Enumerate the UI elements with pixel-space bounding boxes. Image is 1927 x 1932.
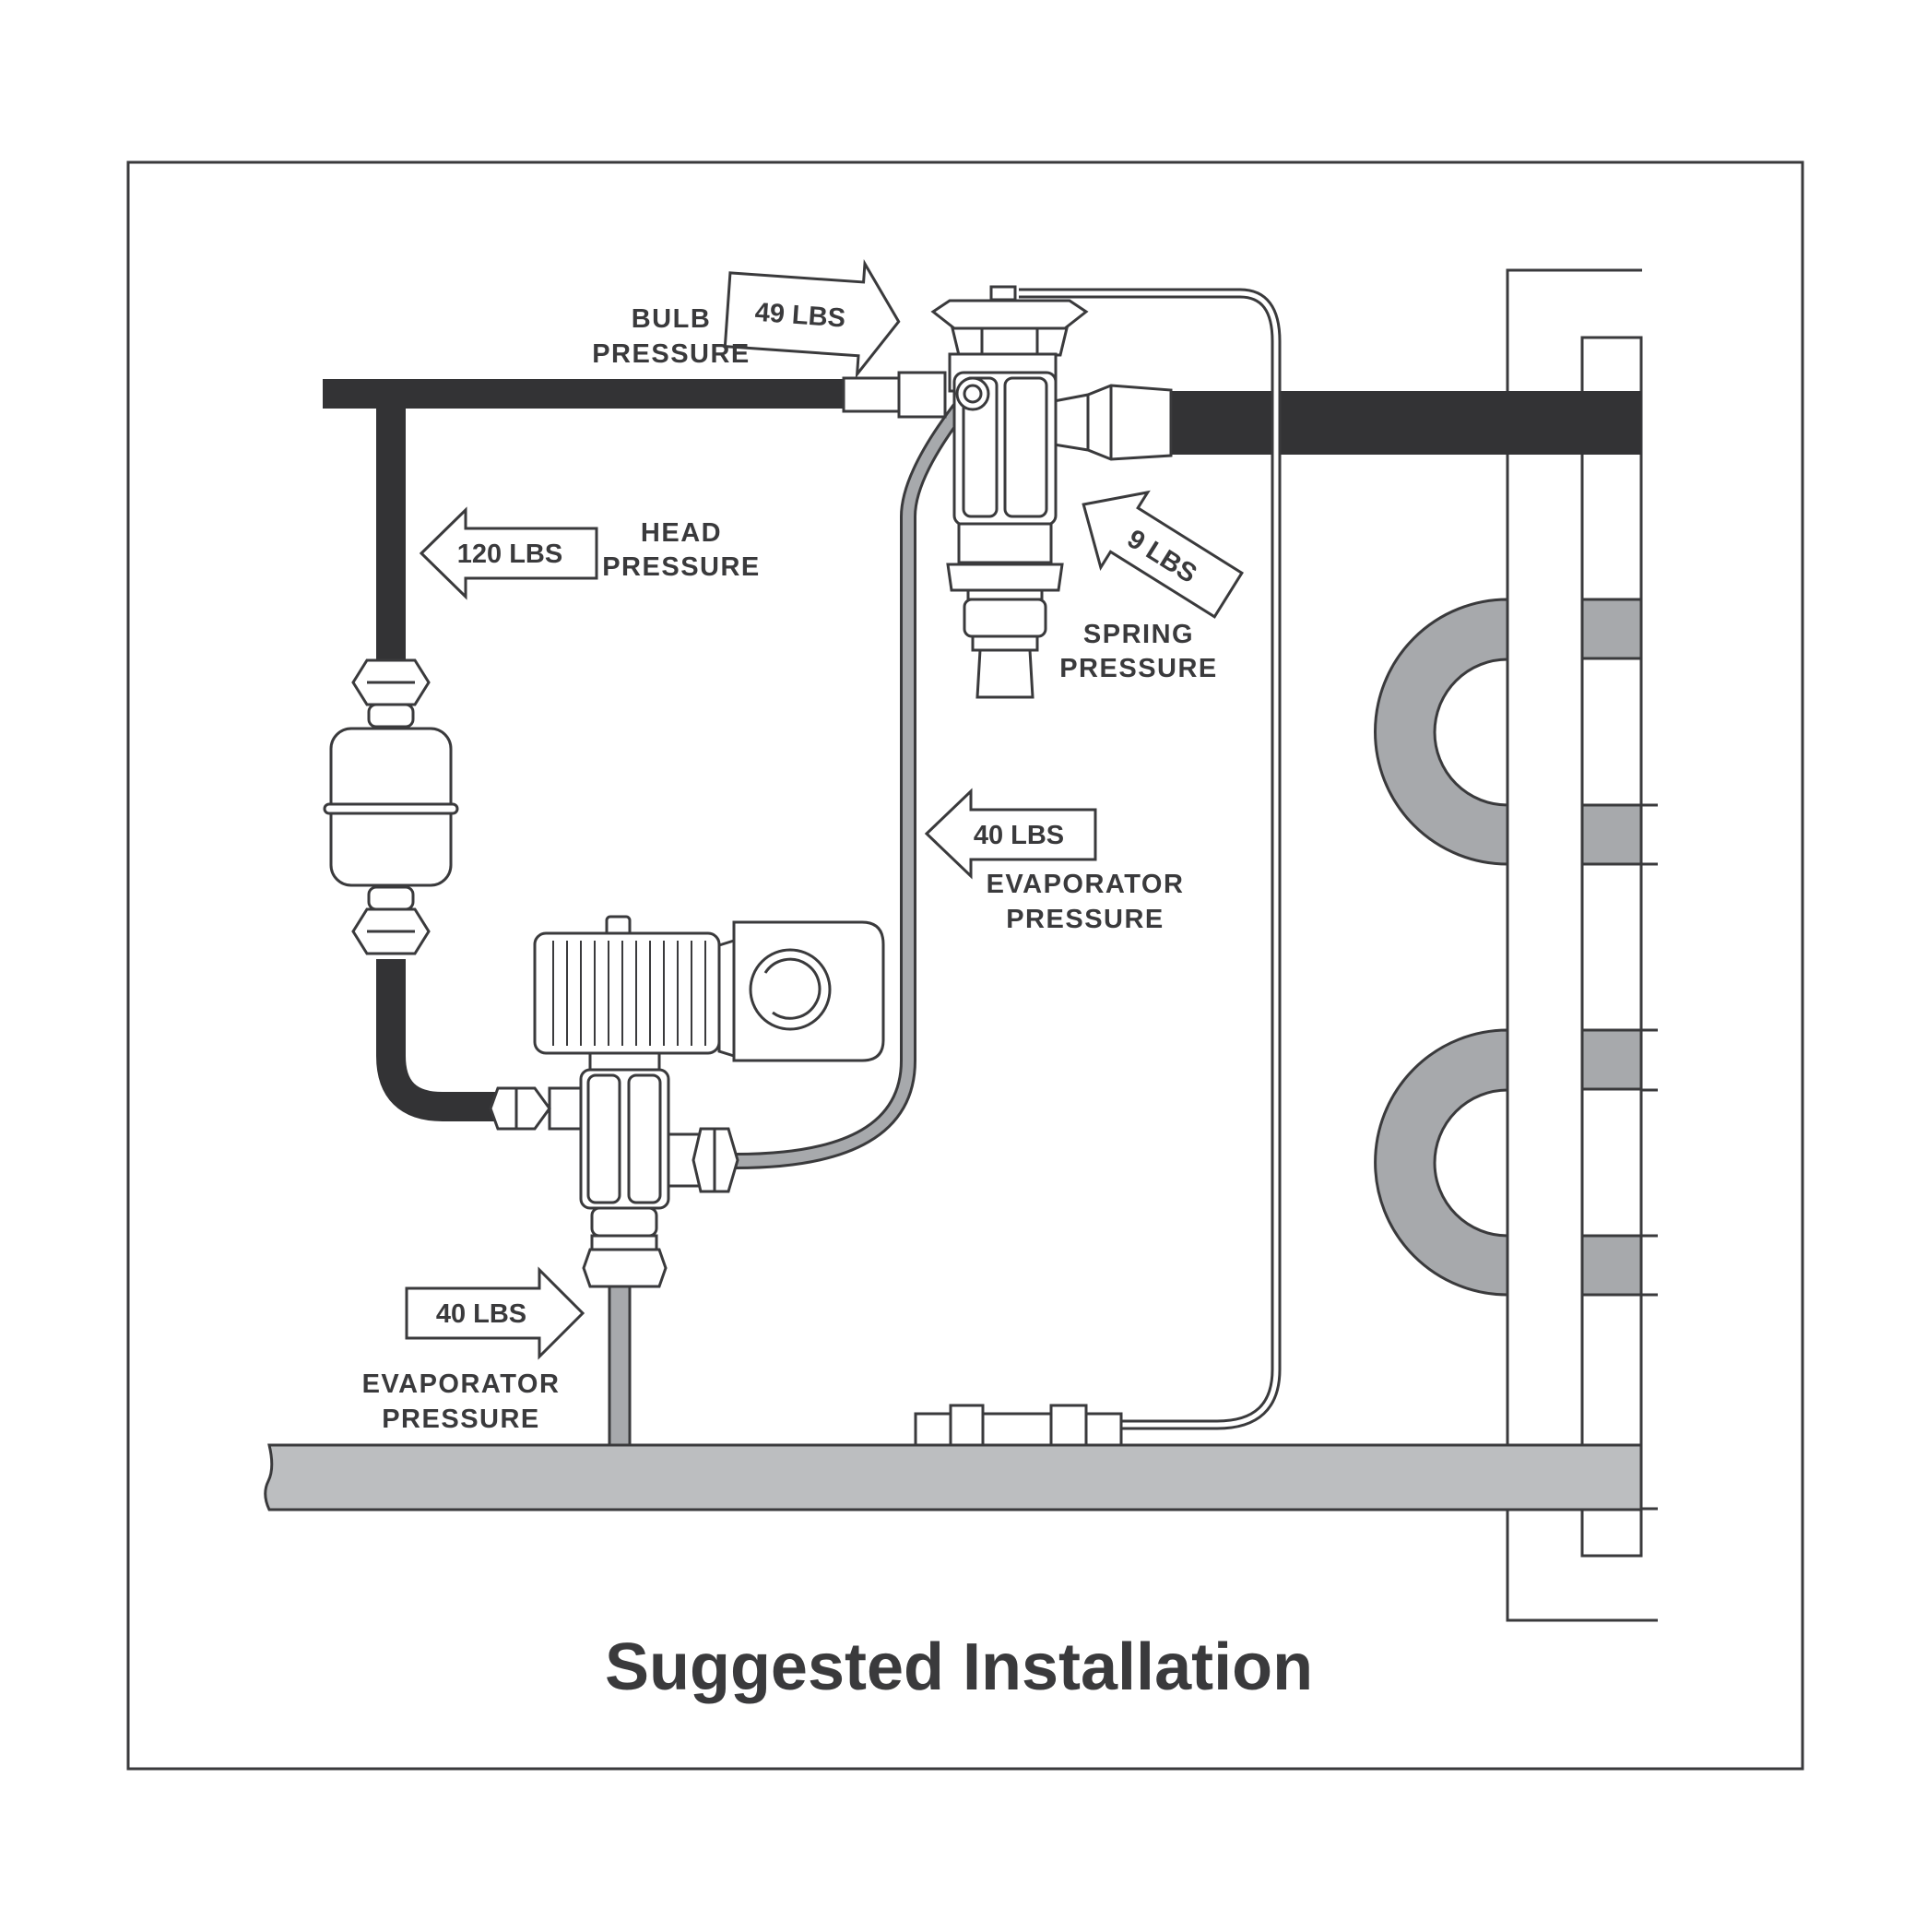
evaporator-coil [1374, 268, 1658, 1622]
arrow-shape [1082, 490, 1244, 619]
filter-drier [323, 658, 459, 955]
outer-frame [126, 160, 1804, 1771]
distributor-line-right [1171, 391, 1641, 455]
evap-lower-arrow-value: 40 LBS [436, 1299, 526, 1329]
capillary-tube [1019, 290, 1279, 1428]
spring-pressure-label-1: SPRING [1083, 620, 1194, 649]
head-pressure-label-1: HEAD [641, 518, 722, 548]
sensing-bulb [914, 1404, 1123, 1447]
arrow-shape [723, 259, 901, 379]
tube-stub [1580, 1028, 1643, 1091]
head-pressure-label-2: PRESSURE [602, 552, 761, 582]
bulb-arrow-value: 49 LBS [754, 298, 846, 334]
spring-pressure-arrow: 9 LBS [1082, 490, 1244, 619]
arrow-shape [419, 506, 598, 600]
u-bend-upper [1374, 598, 1509, 866]
u-bend-lower [1374, 1028, 1509, 1297]
evap-upper-pressure-arrow: 40 LBS [924, 788, 1097, 880]
evap-upper-arrow-value: 40 LBS [974, 821, 1064, 850]
coil-outer-plate [1506, 268, 1658, 1622]
suction-line [264, 1443, 1643, 1511]
spring-pressure-label-2: PRESSURE [1059, 654, 1218, 683]
arrow-shape [405, 1266, 585, 1360]
bulb-pressure-label-2: PRESSURE [592, 339, 751, 369]
liquid-line-vertical [376, 379, 406, 659]
solenoid-valve [489, 915, 885, 1288]
evap-upper-label-2: PRESSURE [1006, 905, 1164, 934]
head-arrow-value: 120 LBS [457, 539, 562, 569]
diagram-title: Suggested Installation [605, 1630, 1313, 1704]
bulb-pressure-label-1: BULB [632, 304, 712, 334]
coil-inner-plate [1580, 336, 1643, 1558]
evap-upper-label-1: EVAPORATOR [987, 870, 1185, 899]
liquid-line-to-solenoid [376, 959, 498, 1121]
equalizer-tube [730, 383, 981, 1167]
head-pressure-arrow: 120 LBS [419, 506, 598, 600]
evap-lower-pressure-arrow: 40 LBS [405, 1266, 585, 1360]
tube-stub [1580, 1234, 1643, 1297]
solenoid-outlet-tube [608, 1285, 632, 1447]
tube-stub [1580, 598, 1643, 660]
liquid-line-left [323, 379, 844, 409]
evap-lower-label-1: EVAPORATOR [362, 1369, 561, 1399]
tube-stub [1580, 803, 1643, 866]
arrow-shape [924, 788, 1097, 880]
evap-lower-label-2: PRESSURE [382, 1405, 540, 1434]
expansion-valve [842, 285, 1173, 699]
bulb-pressure-arrow: 49 LBS [723, 259, 901, 379]
